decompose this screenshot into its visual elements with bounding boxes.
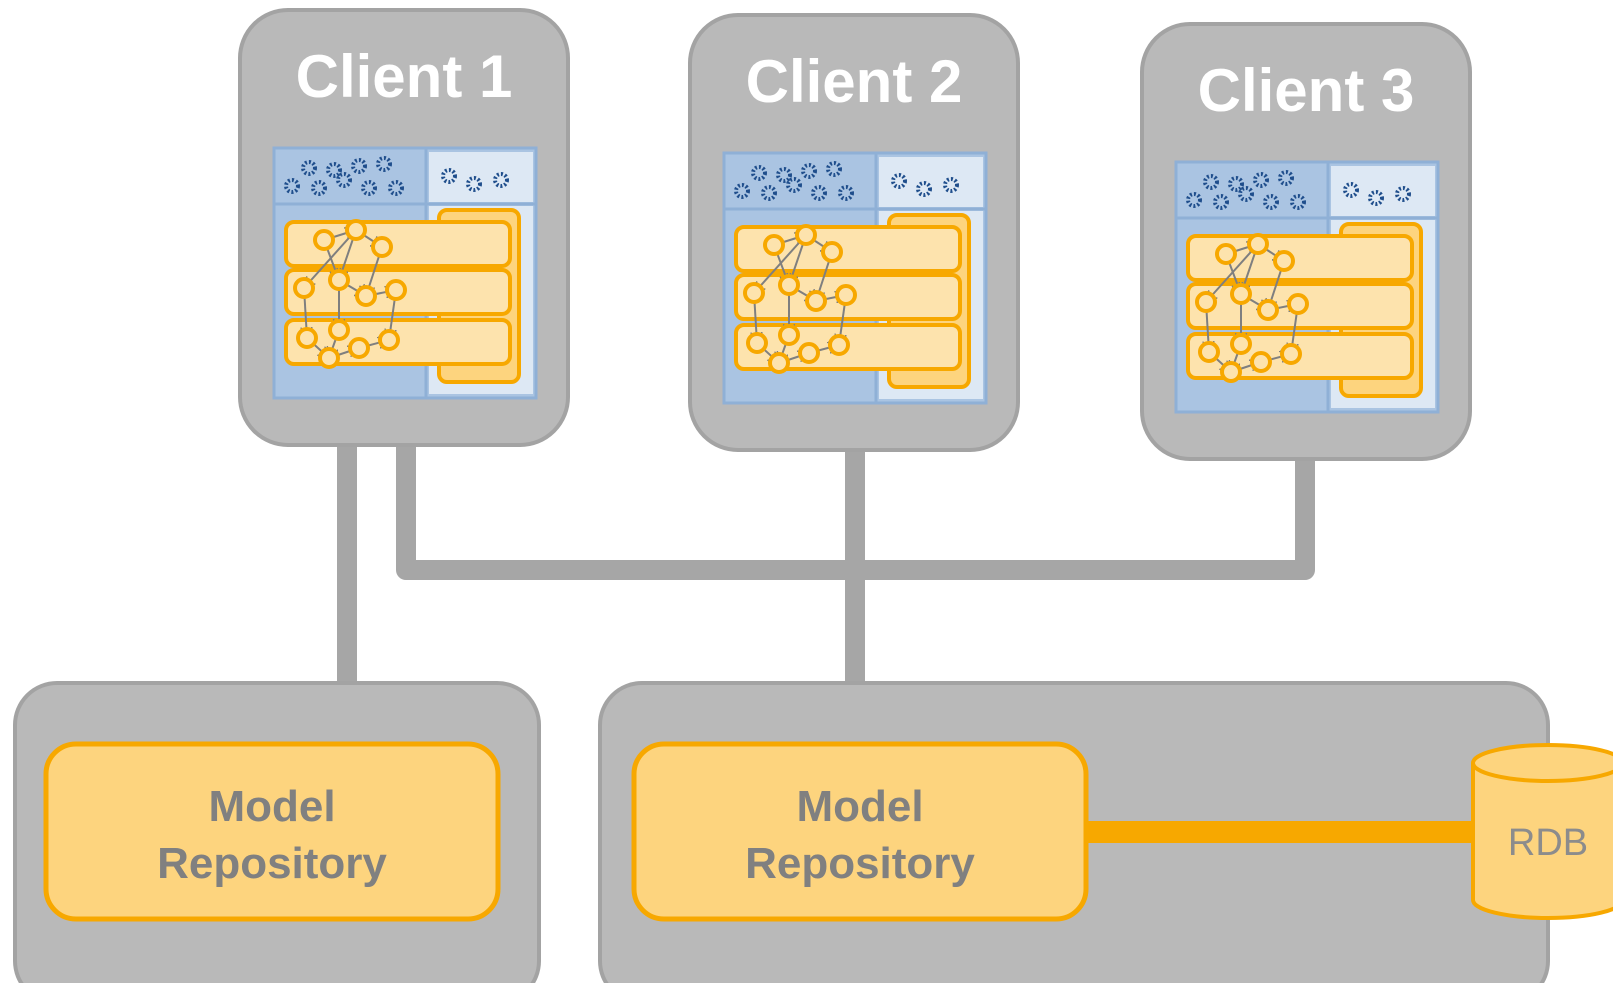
- gear-icon: [1213, 194, 1229, 210]
- database-label: RDB: [1508, 822, 1588, 864]
- gear-icon: [1368, 190, 1384, 206]
- gear-icon: [441, 168, 457, 184]
- gear-icon: [376, 156, 392, 172]
- gear-icon: [1395, 186, 1411, 202]
- gear-icon: [1290, 194, 1306, 210]
- repo2-label-line2: Repository: [745, 839, 975, 888]
- gear-icon: [826, 161, 842, 177]
- client-node-2: Client 2: [688, 13, 1020, 452]
- gear-icon: [1228, 176, 1244, 192]
- client-title: Client 3: [1198, 57, 1415, 124]
- gear-icon: [751, 165, 767, 181]
- gear-icon: [361, 180, 377, 196]
- gear-icon: [311, 180, 327, 196]
- repo1-label-line1: Model: [208, 782, 335, 831]
- gear-icon: [801, 163, 817, 179]
- gear-icon: [811, 185, 827, 201]
- gear-icon: [916, 181, 932, 197]
- gear-icon: [1238, 186, 1254, 202]
- repo2-label-line1: Model: [796, 782, 923, 831]
- gear-icon: [1343, 182, 1359, 198]
- clients: Client 1 Client 2 Client 3: [238, 8, 1472, 461]
- gear-icon: [301, 160, 317, 176]
- gear-icon: [1263, 194, 1279, 210]
- client-title: Client 1: [296, 43, 513, 110]
- client-node-1: Client 1: [238, 8, 570, 447]
- gear-icon: [838, 185, 854, 201]
- model-repository-box: [43, 741, 501, 922]
- gear-icon: [284, 178, 300, 194]
- model-editor-icon: [1174, 160, 1440, 414]
- gear-icon: [388, 180, 404, 196]
- gear-icon: [734, 183, 750, 199]
- gear-icon: [1278, 170, 1294, 186]
- model-editor-icon: [272, 146, 538, 400]
- gear-icon: [1186, 192, 1202, 208]
- gear-icon: [1253, 172, 1269, 188]
- gear-icon: [786, 177, 802, 193]
- client-node-3: Client 3: [1140, 22, 1472, 461]
- gear-icon: [943, 177, 959, 193]
- model-repository-box: [631, 741, 1089, 922]
- gear-icon: [326, 162, 342, 178]
- repository-node-2: Model Repository RDB: [598, 681, 1613, 983]
- database-cylinder-icon: [1471, 743, 1613, 920]
- gear-icon: [351, 158, 367, 174]
- gear-icon: [1203, 174, 1219, 190]
- connectors: [337, 430, 1315, 695]
- gear-icon: [336, 172, 352, 188]
- model-editor-icon: [722, 151, 988, 405]
- gear-icon: [466, 176, 482, 192]
- client-title: Client 2: [746, 48, 963, 115]
- repository-node-1: Model Repository: [13, 681, 541, 983]
- gear-icon: [493, 172, 509, 188]
- gear-icon: [891, 173, 907, 189]
- gear-icon: [776, 167, 792, 183]
- gear-icon: [761, 185, 777, 201]
- repo1-label-line2: Repository: [157, 839, 387, 888]
